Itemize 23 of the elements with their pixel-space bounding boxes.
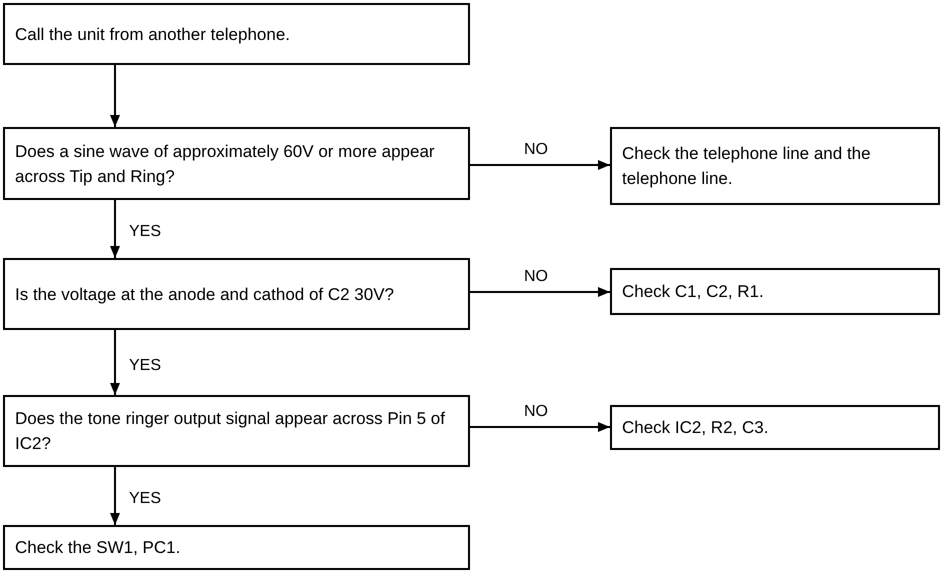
box-text: Check C1, C2, R1. <box>622 281 765 303</box>
arrow <box>110 200 120 258</box>
process-box <box>3 127 470 200</box>
box-text: Does the tone ringer output signal appear across Pin 5 of IC2? <box>15 408 446 455</box>
box-text: Check the SW1, PC1. <box>15 537 182 559</box>
process-box <box>3 395 470 467</box>
arrow <box>110 65 120 127</box>
arrow <box>110 330 120 395</box>
start-box <box>3 3 470 65</box>
process-box <box>610 127 940 205</box>
process-box <box>610 268 940 315</box>
box-text: Is the voltage at the anode and cathod of C2 30V? <box>15 284 396 306</box>
box-text: Check IC2, R2, C3. <box>622 417 770 439</box>
process-box <box>3 258 470 330</box>
box-text: Check the telephone line and the telephone line. <box>622 143 872 190</box>
arrow <box>470 287 610 297</box>
box-text: Call the unit from another telephone. <box>15 24 292 46</box>
arrow <box>470 160 610 170</box>
arrow <box>110 467 120 525</box>
box-text: Does a sine wave of approximately 60V or more appear across Tip and Ring? <box>15 140 436 188</box>
process-box <box>610 405 940 450</box>
arrow <box>470 422 610 432</box>
process-box <box>3 525 470 570</box>
